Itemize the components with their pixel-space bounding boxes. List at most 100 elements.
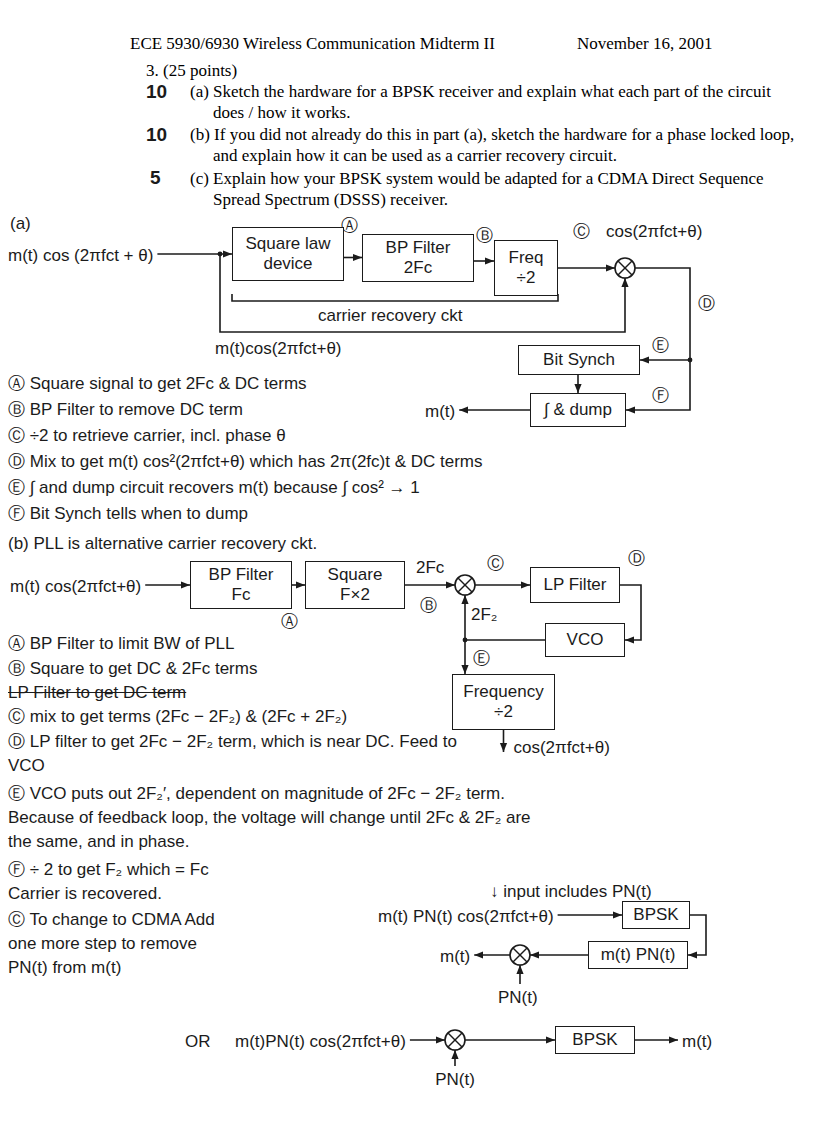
handwritten-note: LP Filter to get DC term xyxy=(8,681,186,705)
signal-wire xyxy=(410,1039,445,1041)
block-box: m(t) PN(t) xyxy=(588,941,688,969)
mixer-cross xyxy=(458,578,472,592)
handwritten-note: m(t) xyxy=(425,400,455,424)
mixer-circle xyxy=(510,945,530,965)
signal-wire xyxy=(464,640,466,674)
block-box: Square F×2 xyxy=(305,561,405,609)
handwritten-note: Ⓒ ÷2 to retrieve carrier, incl. phase θ xyxy=(8,424,286,448)
handwritten-note: Ⓓ Mix to get m(t) cos²(2πfct+θ) which ha… xyxy=(8,450,483,474)
signal-wire xyxy=(530,954,588,956)
handwritten-note: Ⓐ xyxy=(281,610,298,634)
question-text: November 16, 2001 xyxy=(577,33,713,54)
block-box: BPSK xyxy=(622,901,690,929)
signal-arrow xyxy=(474,260,494,262)
mixer-cross xyxy=(513,948,527,962)
signal-arrow xyxy=(344,257,362,259)
handwritten-note: 5 xyxy=(150,166,161,190)
signal-wire xyxy=(558,914,622,916)
handwritten-note: 2F₂ xyxy=(471,603,497,627)
handwritten-note: m(t) xyxy=(682,1030,712,1054)
signal-arrow xyxy=(292,584,305,586)
wires xyxy=(145,252,692,1066)
box-text: VCO xyxy=(567,630,604,650)
box-text: BPSK xyxy=(633,905,678,925)
handwritten-note: Ⓔ VCO puts out 2F₂′, dependent on magnit… xyxy=(8,782,548,854)
block-box: ∫ & dump xyxy=(530,393,626,427)
mixer-circle xyxy=(455,575,475,595)
mixer-symbol xyxy=(445,1030,465,1050)
box-text: LP Filter xyxy=(544,575,607,595)
block-box: BPSK xyxy=(555,1026,635,1054)
signal-wire xyxy=(405,584,455,586)
handwritten-note: Ⓕ ÷ 2 to get F₂ which = Fc xyxy=(8,858,209,882)
mixer-cross xyxy=(448,1033,462,1047)
block-box: Frequency ÷2 xyxy=(452,674,555,730)
handwritten-note: m(t) cos (2πfct + θ) xyxy=(8,244,153,268)
handwritten-note: Ⓒ mix to get terms (2Fc − 2F₂) & (2Fc + … xyxy=(8,705,347,729)
box-text: Frequency ÷2 xyxy=(463,682,544,722)
block-box: LP Filter xyxy=(530,567,620,603)
handwritten-note: Ⓑ Square to get DC & 2Fc terms xyxy=(8,657,257,681)
signal-wire xyxy=(475,584,530,586)
handwritten-note: Ⓔ ∫ and dump circuit recovers m(t) becau… xyxy=(8,476,420,500)
box-text: Square F×2 xyxy=(320,565,390,605)
handwritten-note: Ⓕ xyxy=(652,384,669,408)
block-box: VCO xyxy=(545,623,625,657)
mixer-symbol xyxy=(615,258,635,278)
handwritten-note: (a) xyxy=(10,212,31,236)
block-box: Freq ÷2 xyxy=(494,240,558,296)
page-title: ECE 5930/6930 Wireless Communication Mid… xyxy=(130,33,495,54)
signal-wire xyxy=(640,359,690,361)
mixer-cross xyxy=(618,261,632,275)
mixer-cross xyxy=(618,261,632,275)
handwritten-note: m(t) cos(2πfct+θ) xyxy=(10,575,141,599)
signal-wire xyxy=(503,730,505,752)
handwritten-note: cos(2πfct+θ) xyxy=(514,736,610,760)
handwritten-note: (b) PLL is alternative carrier recovery … xyxy=(8,532,317,556)
mixer-symbol xyxy=(510,945,530,965)
handwritten-note: Ⓓ xyxy=(698,292,715,316)
box-text: m(t) PN(t) xyxy=(601,945,676,965)
mixer-cross xyxy=(448,1033,462,1047)
handwritten-note: Ⓑ xyxy=(420,594,437,618)
box-text: Square law device xyxy=(243,234,333,274)
handwritten-note: 10 xyxy=(146,80,167,104)
handwritten-note: Ⓓ LP filter to get 2Fc − 2F₂ term, which… xyxy=(8,730,478,778)
signal-wire xyxy=(558,267,615,269)
junction-dot xyxy=(463,638,468,643)
box-text: BPSK xyxy=(572,1030,617,1050)
handwritten-note: OR xyxy=(185,1030,211,1054)
handwritten-note: PN(t) xyxy=(498,986,538,1010)
handwritten-note: Ⓒ To change to CDMA Add one more step to… xyxy=(8,908,223,980)
signal-wire xyxy=(635,1039,678,1041)
signal-wire xyxy=(459,409,530,411)
signal-wire xyxy=(465,1039,555,1041)
handwritten-note: 10 xyxy=(146,123,167,147)
signal-wire xyxy=(454,1050,456,1066)
mixer-circle xyxy=(615,258,635,278)
handwritten-note: Ⓕ Bit Synch tells when to dump xyxy=(8,502,248,526)
question-text: (a) Sketch the hardware for a BPSK recei… xyxy=(190,81,803,123)
signal-wire xyxy=(145,584,190,586)
mixer-circle xyxy=(445,1030,465,1050)
handwritten-note: Ⓓ xyxy=(628,547,645,571)
handwritten-note: Ⓒ xyxy=(573,220,590,244)
handwritten-note: carrier recovery ckt xyxy=(318,304,463,328)
connectors xyxy=(292,258,706,956)
handwritten-note: m(t)cos(2πfct+θ) xyxy=(215,337,342,361)
handwritten-note: Carrier is recovered. xyxy=(8,882,162,906)
handwritten-note: Ⓐ Square signal to get 2Fc & DC terms xyxy=(8,372,307,396)
handwritten-note: Ⓔ xyxy=(473,647,490,671)
question-text: (c) Explain how your BPSK system would b… xyxy=(190,168,803,210)
signal-arrow xyxy=(577,375,579,393)
handwritten-note: Ⓔ xyxy=(652,334,669,358)
handwritten-note: m(t) xyxy=(440,945,470,969)
mixer-symbol xyxy=(455,575,475,595)
box-text: Bit Synch xyxy=(543,350,615,370)
box-text: Freq ÷2 xyxy=(506,248,546,288)
question-text: 3. (25 points) xyxy=(146,60,237,81)
handwritten-note: Ⓒ xyxy=(487,552,504,576)
handwritten-note: cos(2πfct+θ) xyxy=(606,220,702,244)
